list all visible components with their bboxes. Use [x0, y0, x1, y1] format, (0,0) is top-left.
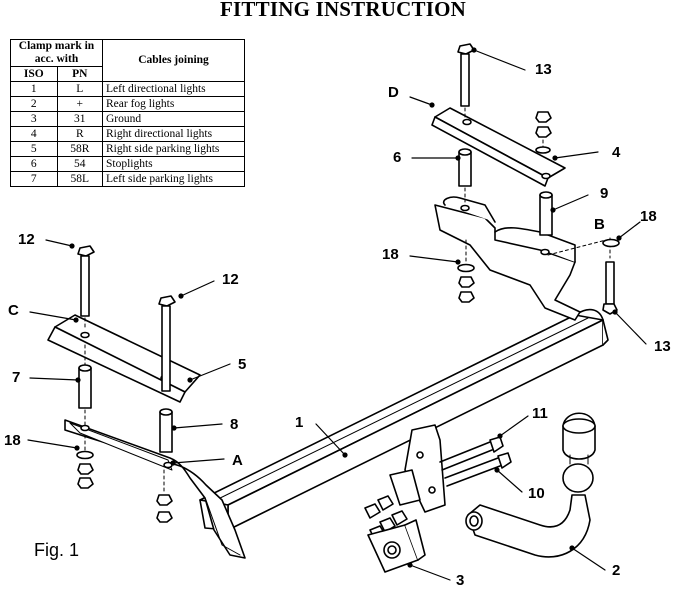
callout-5: 5 [238, 356, 247, 373]
nut-stack-top-right [535, 111, 552, 154]
header-pn: PN [56, 66, 104, 82]
callout-2: 2 [612, 562, 621, 579]
callout-13-right: 13 [654, 338, 671, 355]
alignment-line-b [547, 239, 607, 256]
table-row: 2+Rear fog lights [10, 96, 245, 112]
callout-10: 10 [528, 485, 545, 502]
callout-9: 9 [600, 185, 609, 202]
nut-stack-18-middle [457, 239, 475, 303]
spacer-tube-9 [539, 191, 553, 236]
clamp-plate-d [431, 107, 566, 187]
callout-8: 8 [230, 416, 239, 433]
cell-pn: 58R [56, 141, 104, 157]
socket-plate-part [367, 519, 426, 573]
cell-pn: 58L [56, 171, 104, 187]
bolt-10 [444, 452, 512, 487]
callout-4: 4 [612, 144, 621, 161]
callout-7: 7 [12, 369, 21, 386]
callout-18-right: 18 [640, 208, 657, 225]
callout-6: 6 [393, 149, 402, 166]
callout-12-left: 12 [18, 231, 35, 248]
table-subheader-row: ISO PN [10, 66, 245, 82]
bolt-12-left [77, 245, 95, 331]
spacer-tube-6 [458, 148, 472, 203]
cell-cable: Left side parking lights [102, 171, 245, 187]
figure-label: Fig. 1 [34, 540, 80, 560]
leader-lines [27, 47, 647, 581]
bolt-13-top [457, 43, 475, 121]
spacer-tube-8 [159, 408, 173, 453]
callout-b: B [594, 216, 605, 233]
nut-stack-18-left [76, 434, 94, 489]
page-title: FITTING INSTRUCTION [220, 0, 466, 21]
callout-3: 3 [456, 572, 465, 589]
left-bracket-part [64, 419, 246, 559]
bolt-12-right [158, 295, 176, 392]
callout-18-middle: 18 [382, 246, 399, 263]
callout-1: 1 [295, 414, 304, 431]
ball-mount-plate [389, 424, 446, 513]
nut-stack-18-right [602, 238, 620, 248]
clamp-cable-table: Clamp mark in acc. with Cables joining I… [10, 39, 245, 187]
bolt-13-right [602, 237, 618, 315]
callout-13-top: 13 [535, 61, 552, 78]
callout-c: C [8, 302, 19, 319]
clamp-plate-c [47, 314, 201, 403]
callout-11: 11 [532, 405, 548, 422]
callout-d: D [388, 84, 399, 101]
callout-18-left: 18 [4, 432, 21, 449]
tow-ball-part [465, 412, 596, 558]
callout-a: A [232, 452, 243, 469]
nut-stack-bottom [156, 469, 173, 523]
right-bracket-part [434, 196, 581, 321]
header-clamp-mark: Clamp mark in acc. with [10, 39, 103, 67]
bolt-11 [439, 436, 504, 471]
callout-12-right: 12 [222, 271, 239, 288]
spacer-tube-7 [78, 344, 92, 426]
cell-cable: Right side parking lights [102, 141, 245, 157]
